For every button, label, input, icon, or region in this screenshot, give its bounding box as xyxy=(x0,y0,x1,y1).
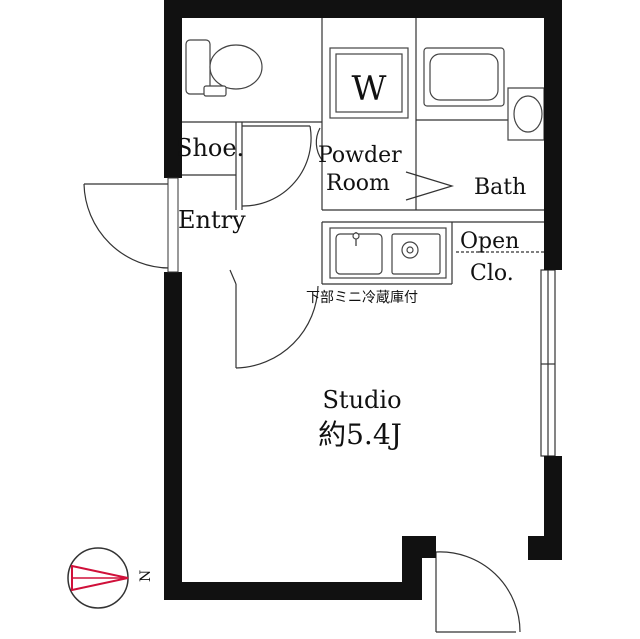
studio-size: 約5.4J xyxy=(318,418,402,451)
shoe-label: Shoe. xyxy=(176,134,244,162)
window xyxy=(540,269,556,457)
bath-sink xyxy=(507,87,545,141)
entry-jamb xyxy=(167,177,179,273)
bathtub xyxy=(423,47,505,107)
kitchen-counter xyxy=(329,227,447,279)
powder-room-label-1: Powder xyxy=(318,143,402,168)
door-swings xyxy=(83,125,521,633)
washer-label: W xyxy=(352,69,387,109)
studio-label: Studio xyxy=(322,386,401,414)
compass: N xyxy=(67,547,154,609)
open-closet-label-2: Clo. xyxy=(470,261,514,286)
fridge-note: 下部ミニ冷蔵庫付 xyxy=(306,289,418,306)
bath-label: Bath xyxy=(474,175,526,200)
washer-space: W xyxy=(329,47,409,119)
toilet xyxy=(185,39,263,97)
open-closet-label-1: Open xyxy=(460,229,519,254)
entry-label: Entry xyxy=(178,206,246,234)
interior-partitions xyxy=(182,18,548,285)
compass-north-label: N xyxy=(138,570,154,582)
powder-room-label-2: Room xyxy=(326,171,390,196)
exterior-walls xyxy=(164,0,562,600)
